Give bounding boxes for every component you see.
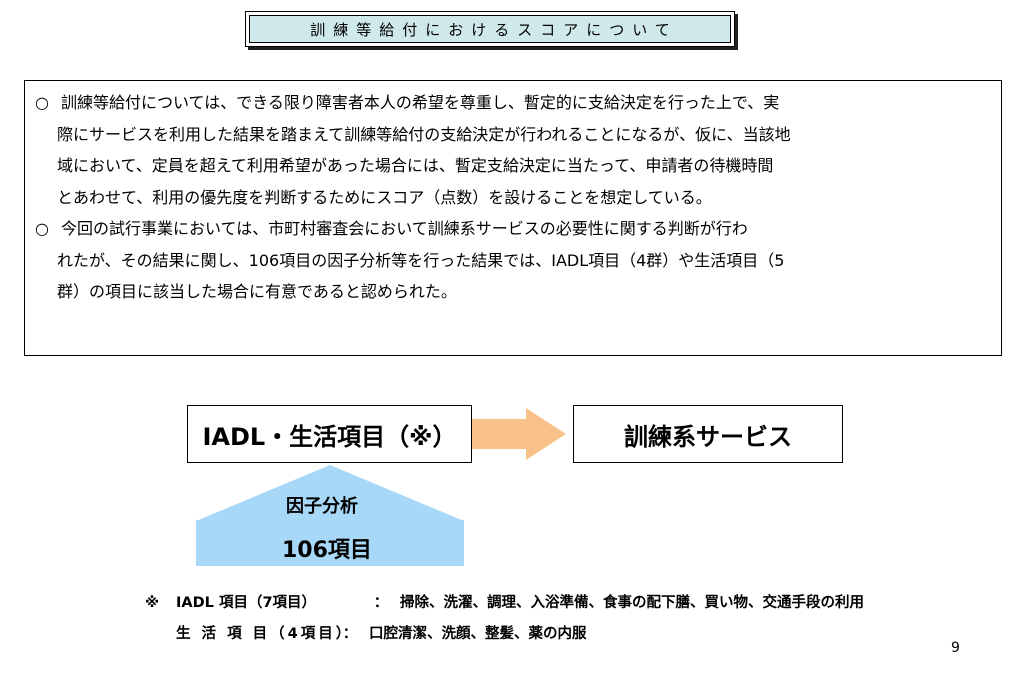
note-value: 口腔清潔、洗顔、整髪、薬の内服 xyxy=(369,626,587,642)
items-count-label: 106項目 xyxy=(282,538,372,563)
note-row-life: 生 活 項 目（4項目）： 口腔清潔、洗顔、整髪、薬の内服 xyxy=(176,622,587,643)
paragraph-line: 際にサービスを利用した結果を踏まえて訓練等給付の支給決定が行われることになるが、… xyxy=(57,124,791,144)
note-row-iadl: ※ IADL 項目（7項目） ： 掃除、洗濯、調理、入浴準備、食事の配下膳、買い物、交… xyxy=(145,591,864,612)
note-mark: ※ xyxy=(145,595,160,611)
paragraph-line: 域において、定員を超えて利用希望があった場合には、暫定支給決定に当たって、申請者… xyxy=(57,156,774,175)
training-service-box: 訓練系サービス xyxy=(573,405,843,463)
page-title: 訓練等給付におけるスコアについて xyxy=(249,15,731,43)
note-value: 掃除、洗濯、調理、入浴準備、食事の配下膳、買い物、交通手段の利用 xyxy=(400,595,864,611)
note-key: IADL 項目（7項目） xyxy=(176,595,317,611)
title-box: 訓練等給付におけるスコアについて xyxy=(245,11,735,47)
iadl-life-items-box: IADL・生活項目（※） xyxy=(187,405,472,463)
note-separator: ： xyxy=(342,626,358,642)
right-arrow-icon xyxy=(472,408,566,460)
paragraph-line: ○訓練等給付については、できる限り障害者本人の希望を尊重し、暫定的に支給決定を行… xyxy=(35,87,991,119)
paragraph-line: ○今回の試行事業においては、市町村審査会において訓練系サービスの必要性に関する判… xyxy=(35,213,991,245)
page-number: 9 xyxy=(951,640,960,656)
paragraph-2: ○今回の試行事業においては、市町村審査会において訓練系サービスの必要性に関する判… xyxy=(35,213,991,308)
factor-analysis-label: 因子分析 xyxy=(286,496,358,517)
paragraph-line: 群）の項目に該当した場合に有意であると認められた。 xyxy=(57,282,457,301)
paragraph-1: ○訓練等給付については、できる限り障害者本人の希望を尊重し、暫定的に支給決定を行… xyxy=(35,87,991,213)
note-key: 生 活 項 目（4項目） xyxy=(176,626,354,642)
bullet-circle: ○ xyxy=(35,219,49,238)
paragraph-line: れたが、その結果に関し、106項目の因子分析等を行った結果では、IADL項目（4… xyxy=(57,250,785,270)
paragraph-line: とあわせて、利用の優先度を判断するためにスコア（点数）を設けることを想定している… xyxy=(57,187,712,207)
note-separator: ： xyxy=(373,595,389,611)
body-text-box: ○訓練等給付については、できる限り障害者本人の希望を尊重し、暫定的に支給決定を行… xyxy=(24,80,1002,356)
bullet-circle: ○ xyxy=(35,93,49,112)
